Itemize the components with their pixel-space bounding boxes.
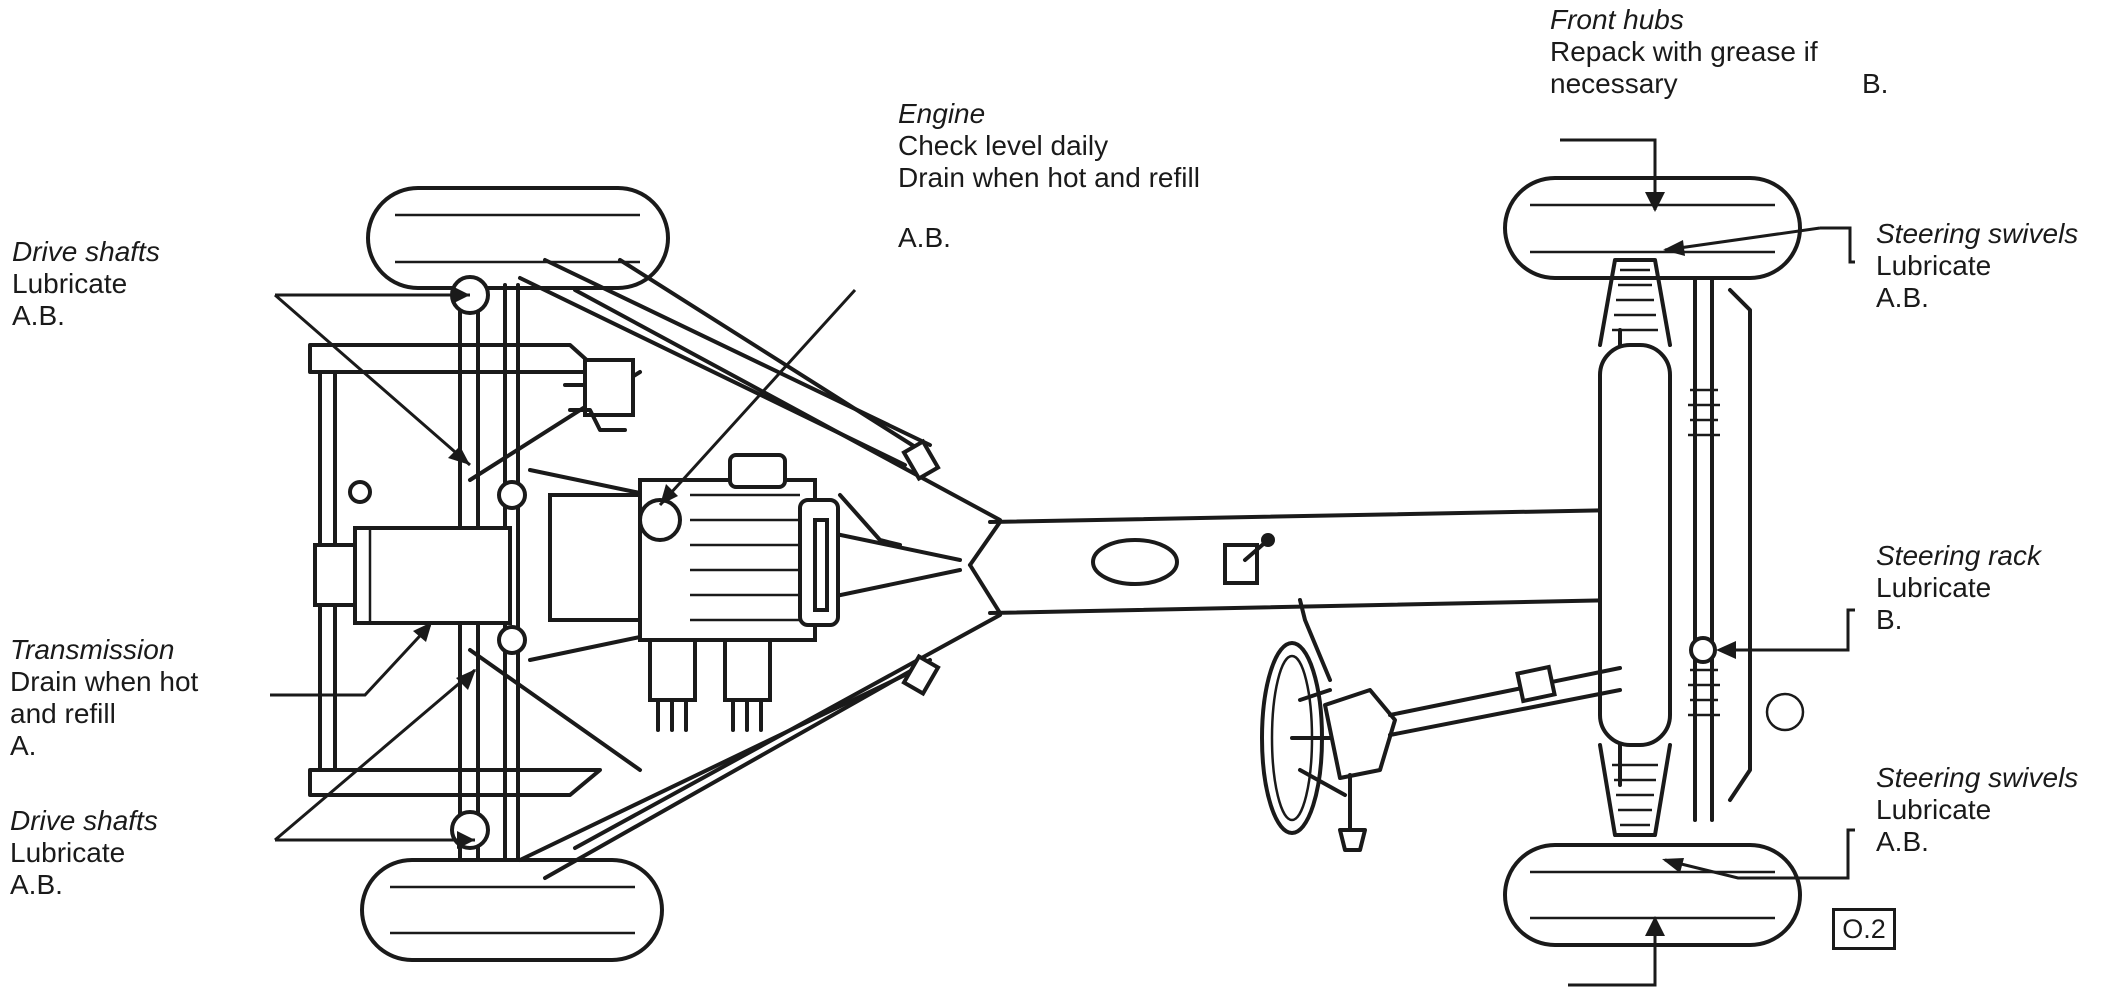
leader-engine xyxy=(658,288,857,507)
steering-rack-line1: Lubricate xyxy=(1876,572,1992,603)
front-wheel-top xyxy=(1503,176,1802,280)
leader-front-hubs-bottom xyxy=(1568,916,1665,987)
engine-title: Engine xyxy=(898,98,986,129)
rear-wheel-bottom xyxy=(360,858,664,962)
label-transmission: Transmission Drain when hot and refill A… xyxy=(10,634,198,762)
transmission-title: Transmission xyxy=(10,634,175,665)
steering-swivels-bottom-title: Steering swivels xyxy=(1876,762,2079,793)
front-hubs-code: B. xyxy=(1862,68,1889,99)
drive-shafts-bottom-title: Drive shafts xyxy=(10,805,158,836)
steering-swivels-top-code: A.B. xyxy=(1876,282,1929,313)
steering-rack-title: Steering rack xyxy=(1876,540,2041,571)
rear-wheel-top xyxy=(366,186,670,290)
figure-id-box: O.2 xyxy=(1832,908,1896,950)
drive-shafts-bottom-code: A.B. xyxy=(10,869,63,900)
steering-swivels-top-line1: Lubricate xyxy=(1876,250,1992,281)
leader-steering-swivels-top xyxy=(1663,226,1855,264)
leader-steering-rack xyxy=(1716,608,1855,659)
engine-code: A.B. xyxy=(898,222,951,253)
label-drive-shafts-bottom: Drive shafts Lubricate A.B. xyxy=(10,805,158,901)
transmission-line1: Drain when hot xyxy=(10,666,199,697)
steering-column xyxy=(1260,598,1622,852)
leader-drive-shafts-top xyxy=(274,286,471,467)
drive-shafts-top-line1: Lubricate xyxy=(12,268,128,299)
label-steering-swivels-top: Steering swivels Lubricate A.B. xyxy=(1876,218,2078,314)
label-engine: Engine Check level daily Drain when hot … xyxy=(898,98,1200,254)
label-steering-rack: Steering rack Lubricate B. xyxy=(1876,540,2041,636)
leader-transmission xyxy=(270,622,432,697)
engine-line1: Check level daily xyxy=(898,130,1109,161)
front-hubs-line1: Repack with grease if xyxy=(1550,36,1818,67)
transmission-line2: and refill xyxy=(10,698,116,729)
steering-rack-code: B. xyxy=(1876,604,1903,635)
front-suspension xyxy=(1598,258,1805,837)
leader-front-hubs-top xyxy=(1560,138,1665,212)
label-steering-swivels-bottom: Steering swivels Lubricate A.B. xyxy=(1876,762,2078,858)
front-hubs-title: Front hubs xyxy=(1550,4,1684,35)
differential xyxy=(313,480,512,625)
drive-shafts-top-code: A.B. xyxy=(12,300,65,331)
engine-block xyxy=(548,358,902,732)
leader-drive-shafts-bottom xyxy=(274,668,476,849)
steering-swivels-bottom-line1: Lubricate xyxy=(1876,794,1992,825)
label-front-hubs: Front hubs Repack with grease if necessa… xyxy=(1550,4,1818,100)
steering-swivels-bottom-code: A.B. xyxy=(1876,826,1929,857)
drive-shafts-top-title: Drive shafts xyxy=(12,236,160,267)
front-wheel-bottom xyxy=(1503,843,1802,947)
leader-steering-swivels-bottom xyxy=(1662,828,1855,880)
front-hubs-line2: necessary xyxy=(1550,68,1678,99)
label-drive-shafts-top: Drive shafts Lubricate A.B. xyxy=(12,236,160,332)
transmission-code: A. xyxy=(10,730,37,761)
drive-shafts-bottom-line1: Lubricate xyxy=(10,837,126,868)
engine-line2: Drain when hot and refill xyxy=(898,162,1200,193)
steering-swivels-top-title: Steering swivels xyxy=(1876,218,2079,249)
